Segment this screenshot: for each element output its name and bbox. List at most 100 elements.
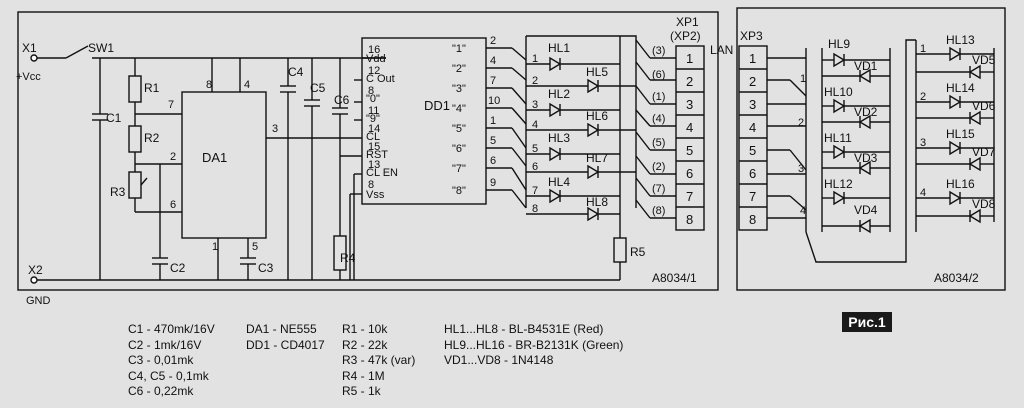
label-r3: R3 xyxy=(110,185,126,199)
pair-label-4: 4 xyxy=(800,205,806,217)
dd1-name-cl: CL xyxy=(366,131,380,143)
da1-pin-2: 2 xyxy=(170,151,176,163)
label-vd2: VD2 xyxy=(854,105,878,119)
label-lan: LAN xyxy=(710,43,733,57)
bus-num-4: 4 xyxy=(532,119,538,131)
legend-line: HL1...HL8 - BL-B4531E (Red) xyxy=(444,322,604,336)
xp1-pin-3: 3 xyxy=(686,97,693,112)
label-r1: R1 xyxy=(144,81,160,95)
bus-num-6: 6 xyxy=(532,161,538,173)
dd1-pin-12: 12 xyxy=(368,65,380,77)
label-hl10: HL10 xyxy=(824,85,853,99)
label-c1: C1 xyxy=(106,111,122,125)
label-vd6: VD6 xyxy=(972,99,996,113)
led-array-board-2-right xyxy=(916,46,995,224)
label-vd4: VD4 xyxy=(854,203,878,217)
resistor-r3 xyxy=(128,171,142,199)
ic-dd1 xyxy=(361,37,487,205)
label-hl8: HL8 xyxy=(586,195,608,209)
bus-num-2: 2 xyxy=(532,75,538,87)
board-2-frame xyxy=(736,7,1006,291)
label-r5: R5 xyxy=(630,245,646,259)
da1-pin-8: 8 xyxy=(206,79,212,91)
label-hl4: HL4 xyxy=(548,175,570,189)
dd1-name-cout: C Out xyxy=(366,73,395,85)
label-vd7: VD7 xyxy=(972,145,996,159)
xp3-pin-3: 3 xyxy=(749,97,756,112)
bus-num-1: 1 xyxy=(532,53,538,65)
legend-line: R1 - 10k xyxy=(342,322,388,336)
label-hl9: HL9 xyxy=(828,37,850,51)
dd1-outpin-6: 6 xyxy=(490,155,496,167)
dd1-outpin-2: 2 xyxy=(490,35,496,47)
led-array-board-1 xyxy=(526,56,636,222)
xp1-pin-8: 8 xyxy=(686,212,693,227)
xp1-pin-4: 4 xyxy=(686,120,693,135)
dd1-name-9: "9" xyxy=(366,113,380,125)
pair-label-1: 1 xyxy=(800,73,806,85)
bus-num-3: 3 xyxy=(532,99,538,111)
terminal-x1 xyxy=(30,54,38,62)
label-gnd: GND xyxy=(26,295,51,307)
xp1-pin-1: 1 xyxy=(686,51,693,66)
dd1-outpin-1: 1 xyxy=(490,115,496,127)
right-num-2: 2 xyxy=(920,91,926,103)
xp1-map-8: (8) xyxy=(652,205,665,217)
right-num-1: 1 xyxy=(920,43,926,55)
dd1-name-vss: Vss xyxy=(366,189,385,201)
label-xp2: (XP2) xyxy=(670,29,701,43)
dd1-name-vdd: Vdd xyxy=(366,53,386,65)
dd1-out-4: "4" xyxy=(452,103,466,115)
figure-label: Рис.1 xyxy=(842,312,892,332)
label-hl3: HL3 xyxy=(548,131,570,145)
label-hl14: HL14 xyxy=(946,81,975,95)
label-x1: X1 xyxy=(22,41,37,55)
legend-line: DD1 - CD4017 xyxy=(246,337,325,352)
pair-label-3: 3 xyxy=(798,163,804,175)
legend-line: R5 - 1k xyxy=(342,384,381,398)
da1-pin-1: 1 xyxy=(212,241,218,253)
terminal-x2 xyxy=(30,276,38,284)
bus-num-8: 8 xyxy=(532,203,538,215)
da1-pin-6: 6 xyxy=(170,199,176,211)
label-c5: C5 xyxy=(310,81,326,95)
right-num-4: 4 xyxy=(920,187,926,199)
label-board-1-id: A8034/1 xyxy=(652,271,697,285)
resistor-r5 xyxy=(613,237,627,263)
da1-pin-4: 4 xyxy=(244,79,250,91)
legend-ics: DA1 - NE555 DD1 - CD4017 xyxy=(246,322,325,353)
label-c3: C3 xyxy=(258,261,274,275)
label-vd1: VD1 xyxy=(854,59,878,73)
label-c2: C2 xyxy=(170,261,186,275)
xp3-pin-8: 8 xyxy=(749,212,756,227)
legend-line: C6 - 0,22mk xyxy=(128,384,194,398)
label-xp3: XP3 xyxy=(740,29,763,43)
xp1-map-4: (4) xyxy=(652,113,665,125)
xp1-map-2: (6) xyxy=(652,69,665,81)
label-c4: C4 xyxy=(288,65,304,79)
xp3-pin-1: 1 xyxy=(749,51,756,66)
dd1-pin-15: 15 xyxy=(368,141,380,153)
legend-line: HL9...HL16 - BR-B2131K (Green) xyxy=(444,337,624,352)
dd1-name-rst: RST xyxy=(366,149,388,161)
xp1-map-1: (3) xyxy=(652,45,665,57)
xp1-map-5: (5) xyxy=(652,137,665,149)
legend-line: R3 - 47k (var) xyxy=(342,353,416,367)
label-hl5: HL5 xyxy=(586,65,608,79)
label-hl6: HL6 xyxy=(586,109,608,123)
label-board-2-id: A8034/2 xyxy=(934,271,979,285)
legend-line: C2 - 1mk/16V xyxy=(128,337,202,352)
label-hl11: HL11 xyxy=(824,131,852,145)
dd1-outpin-10: 10 xyxy=(488,95,500,107)
bus-num-7: 7 xyxy=(532,185,538,197)
led-array-board-2-left xyxy=(822,52,890,234)
label-c6: C6 xyxy=(334,93,350,107)
label-vd3: VD3 xyxy=(854,151,878,165)
label-vcc: +Vcc xyxy=(16,71,41,83)
dd1-outpin-5: 5 xyxy=(490,135,496,147)
dd1-out-6: "6" xyxy=(452,143,466,155)
dd1-out-5: "5" xyxy=(452,123,466,135)
dd1-out-8: "8" xyxy=(452,185,466,197)
label-dd1: DD1 xyxy=(424,98,450,113)
